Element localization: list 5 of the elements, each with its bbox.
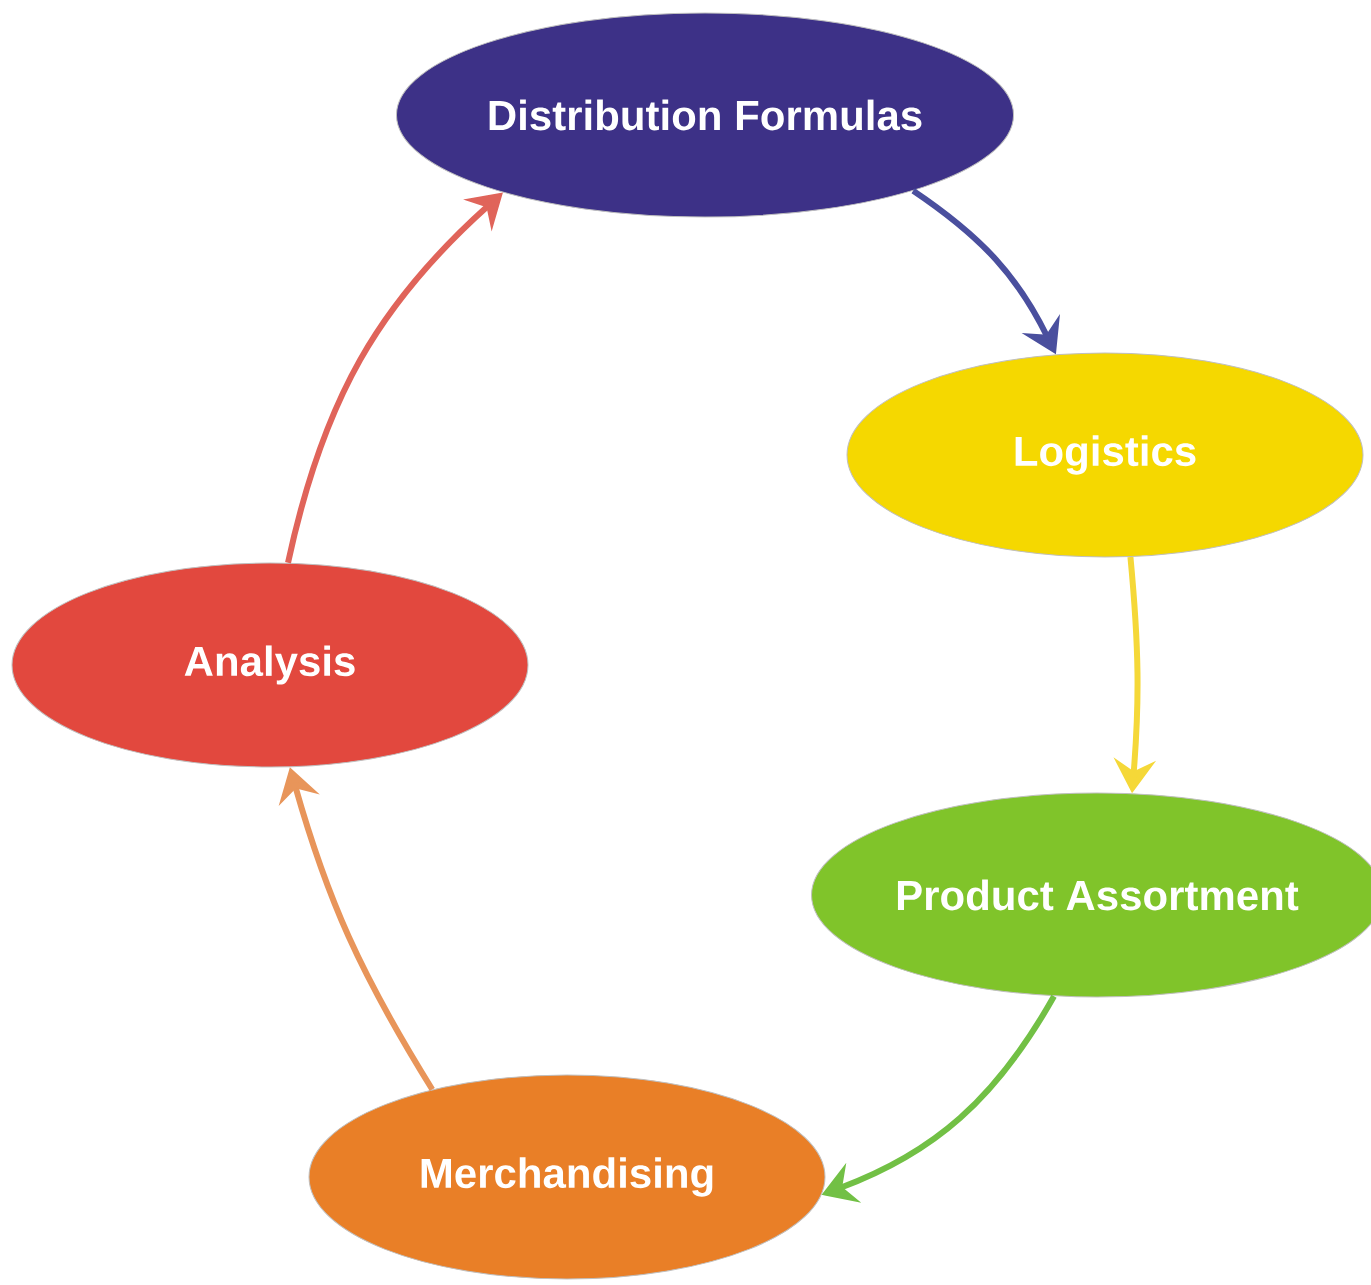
ellipse-node: Analysis [11,562,529,768]
ellipse-node: Merchandising [308,1074,826,1280]
ellipse-node: Distribution Formulas [395,12,1015,218]
ellipse-node: Logistics [846,352,1364,558]
ellipse-node: Product Assortment [811,792,1371,998]
